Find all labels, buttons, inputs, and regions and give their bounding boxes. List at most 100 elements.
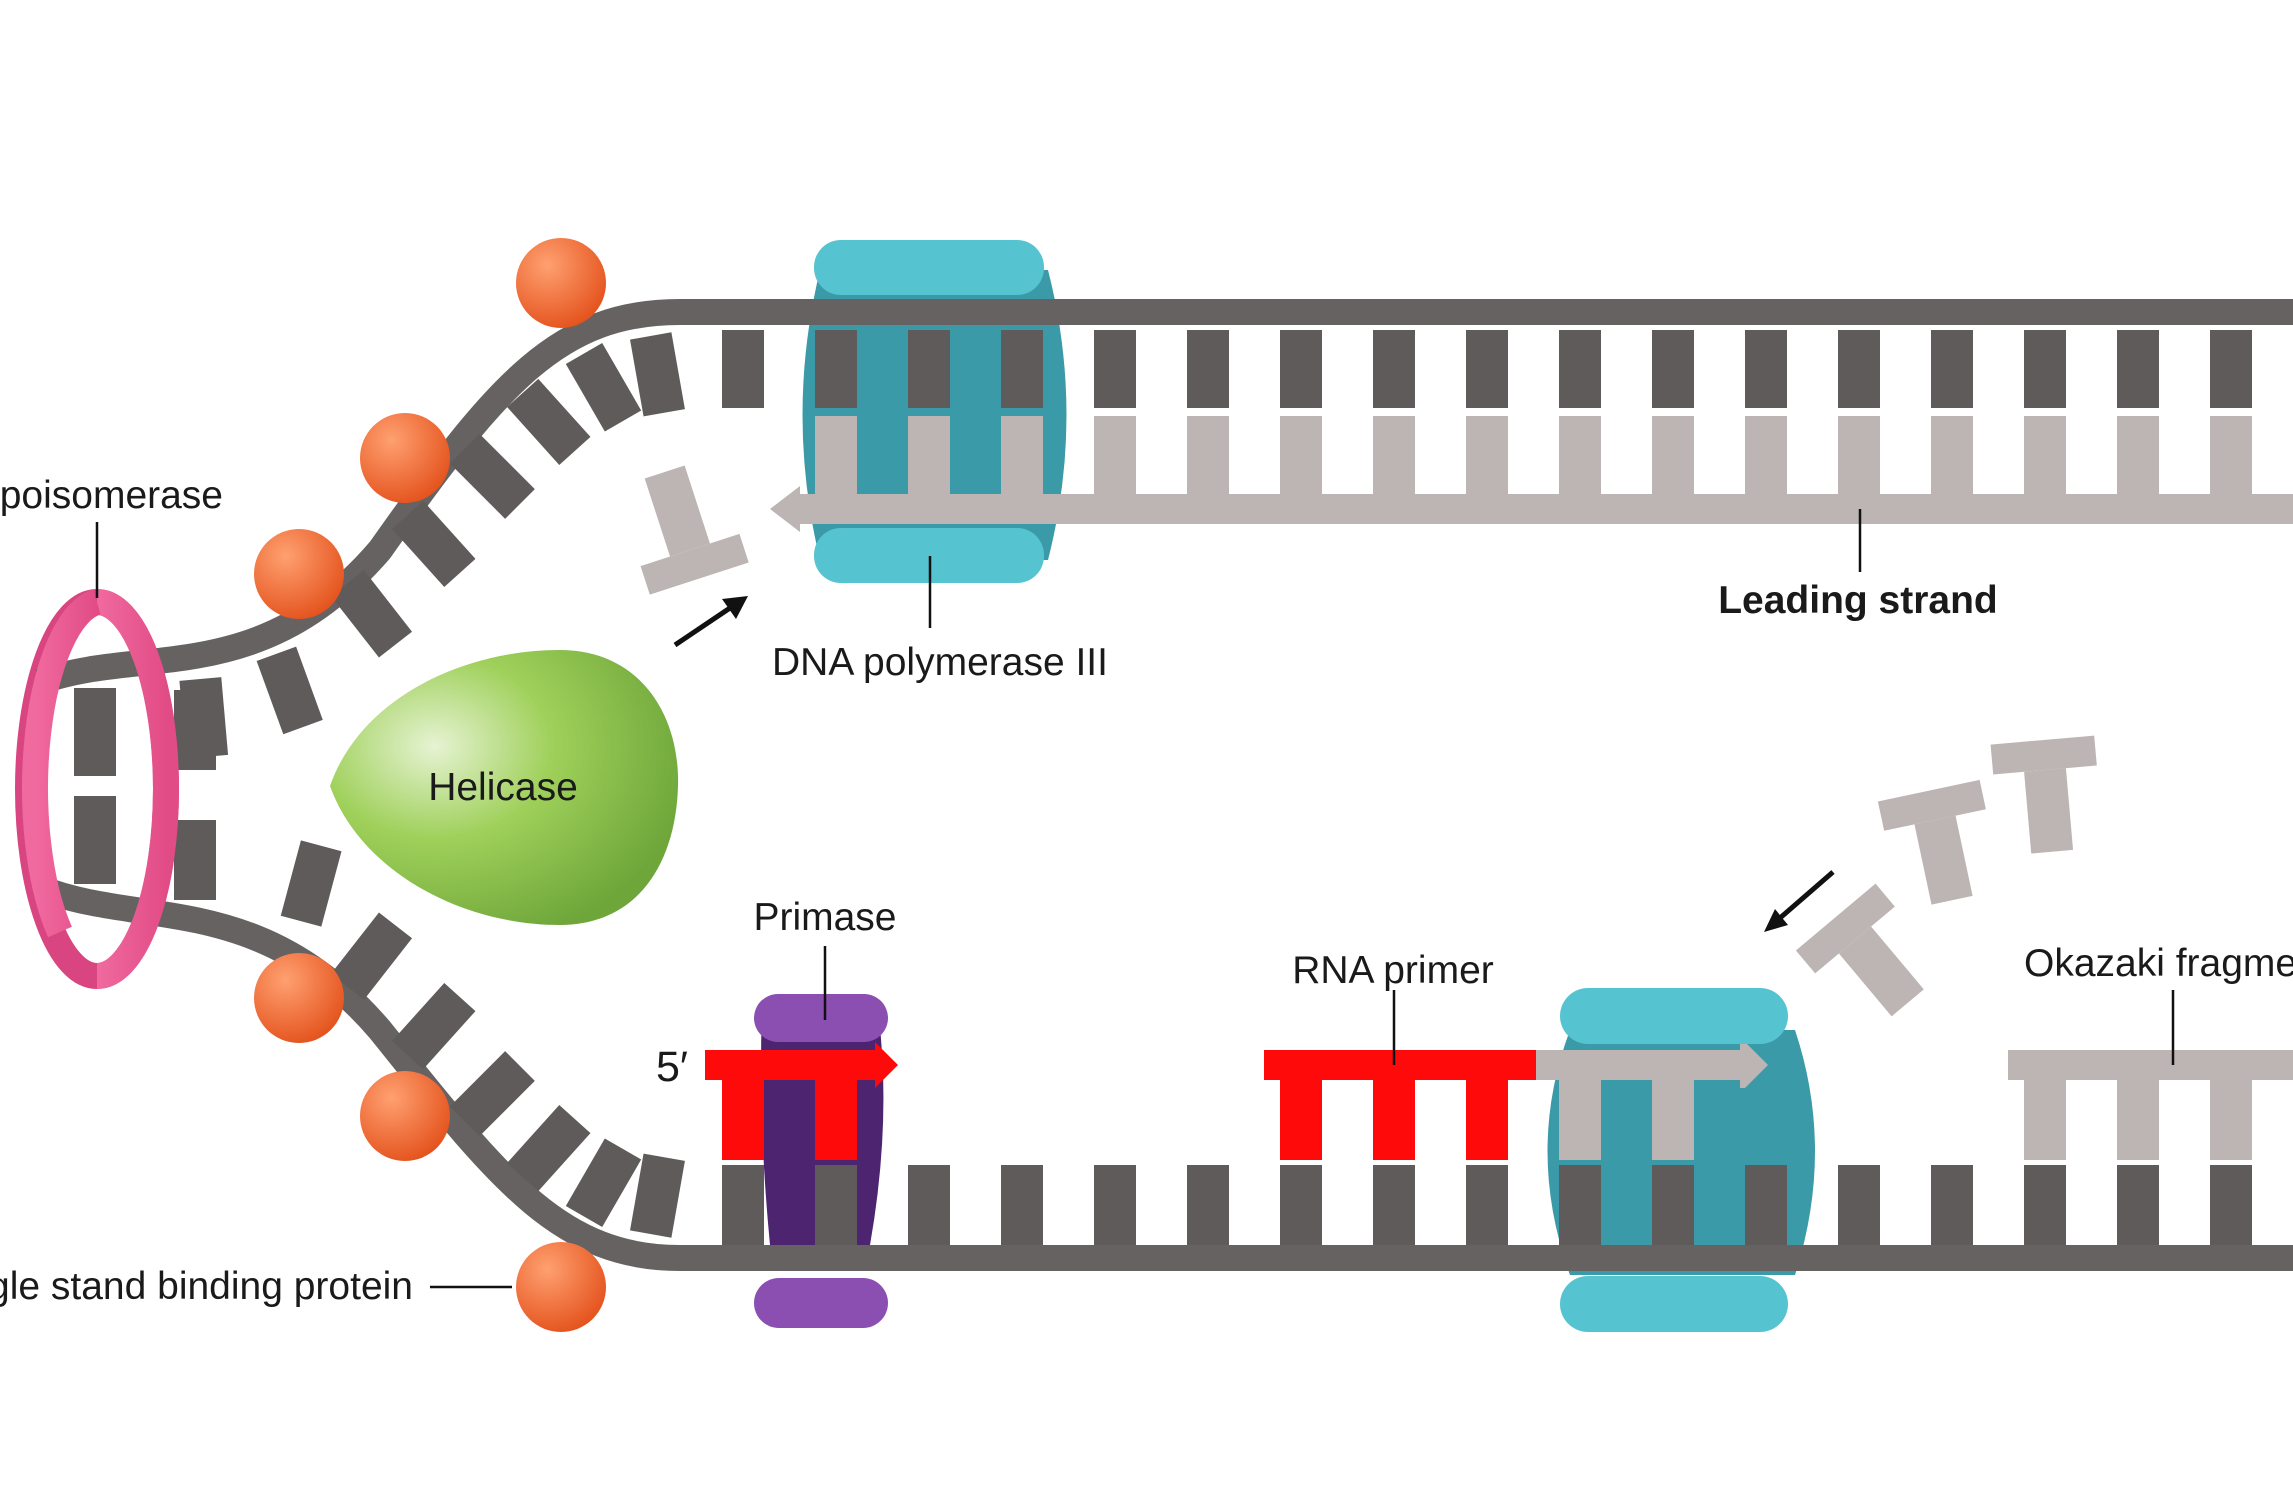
upper-parent-bases (722, 330, 2252, 408)
base (74, 688, 116, 776)
arrow-line (1778, 870, 1835, 920)
label-dna-polymerase: DNA polymerase III (772, 641, 1108, 684)
helicase-shape (330, 650, 679, 925)
topoisomerase-ring-left (22, 589, 102, 938)
new-base (1559, 1080, 1601, 1160)
base (815, 330, 857, 408)
ssb-protein (360, 413, 450, 503)
lower-fork-bases (280, 840, 685, 1238)
ssb-proteins (254, 238, 606, 1332)
label-okazaki: Okazaki fragment (2024, 942, 2293, 985)
ssb-protein (360, 1071, 450, 1161)
base (330, 570, 413, 658)
lower-parent-bases (722, 1165, 2252, 1245)
base (1559, 330, 1601, 408)
base (630, 332, 685, 417)
fragment-base (2117, 1080, 2159, 1160)
base (1931, 1165, 1973, 1245)
ssb-protein (516, 238, 606, 328)
base (174, 690, 216, 770)
base (507, 378, 591, 465)
new-base (1652, 1080, 1694, 1160)
arrow-icon (722, 596, 748, 619)
base (1001, 416, 1043, 494)
nucleotide-sugar (1877, 779, 1986, 831)
base (565, 342, 642, 432)
free-nucleotide (640, 465, 749, 595)
label-five-prime: 5′ (656, 1043, 688, 1091)
topoisomerase-ring (96, 589, 179, 989)
base (2210, 1165, 2252, 1245)
base (2024, 1165, 2066, 1245)
nucleotide-sugar (640, 533, 749, 595)
base (722, 1165, 764, 1245)
base (1838, 416, 1880, 494)
base (507, 1105, 591, 1192)
free-nucleotides (640, 465, 2097, 1017)
okazaki-fragment (2008, 1050, 2293, 1160)
primer-base (815, 1080, 857, 1160)
free-nucleotide (1990, 735, 2097, 854)
free-nucleotide (1877, 779, 1986, 905)
base (2117, 330, 2159, 408)
base (908, 330, 950, 408)
base (1094, 416, 1136, 494)
base (1745, 330, 1787, 408)
base (1280, 330, 1322, 408)
primer-base (722, 1080, 764, 1160)
base (1559, 1165, 1601, 1245)
base (1745, 416, 1787, 494)
base (630, 1153, 685, 1238)
base (1931, 330, 1973, 408)
polymerase-top-cap-lower (814, 528, 1044, 583)
fragment-base (2210, 1080, 2252, 1160)
base (1652, 416, 1694, 494)
base (1652, 1165, 1694, 1245)
base (2210, 330, 2252, 408)
base (1280, 416, 1322, 494)
new-strand-arrowhead (1740, 1042, 1768, 1088)
ssb-protein (254, 953, 344, 1043)
leader-lines (95, 509, 2175, 1289)
base (256, 646, 323, 735)
nucleotide-base (644, 465, 710, 557)
ssb-protein (516, 1242, 606, 1332)
leading-strand-arrowhead (770, 486, 800, 532)
base (1094, 330, 1136, 408)
nucleotide-base (1838, 926, 1924, 1017)
base (2024, 416, 2066, 494)
nucleotide-sugar (1990, 735, 2097, 775)
base (1001, 1165, 1043, 1245)
nucleotide-sugar (1795, 883, 1895, 974)
primase-rna-primer (705, 1042, 898, 1160)
rna-primer-segment (1264, 1050, 1536, 1160)
base (1559, 416, 1601, 494)
polymerase-top-cap-upper (814, 240, 1044, 295)
base (1187, 416, 1229, 494)
upper-fork-bases (179, 332, 685, 759)
ssb-protein (254, 529, 344, 619)
base (2117, 1165, 2159, 1245)
base (1094, 1165, 1136, 1245)
primase-cap-upper (754, 994, 888, 1042)
base (1466, 330, 1508, 408)
polymerase-lagging-cap-lower (1560, 1276, 1788, 1332)
leading-strand-backbone (800, 494, 2293, 524)
direction-arrows (673, 596, 1835, 932)
base (565, 1138, 642, 1228)
base (1373, 330, 1415, 408)
label-leading-strand: Leading strand (1718, 579, 1998, 622)
base (908, 416, 950, 494)
primer-base (1466, 1080, 1508, 1160)
label-rna-primer: RNA primer (1292, 949, 1494, 992)
primer-base (1280, 1080, 1322, 1160)
lagging-new-strand (1536, 1042, 1768, 1160)
base (1001, 330, 1043, 408)
primer-backbone (1264, 1050, 1536, 1080)
base (330, 912, 413, 1000)
base (815, 1165, 857, 1245)
base (1466, 416, 1508, 494)
base (1187, 1165, 1229, 1245)
fragment-backbone (2008, 1050, 2293, 1080)
